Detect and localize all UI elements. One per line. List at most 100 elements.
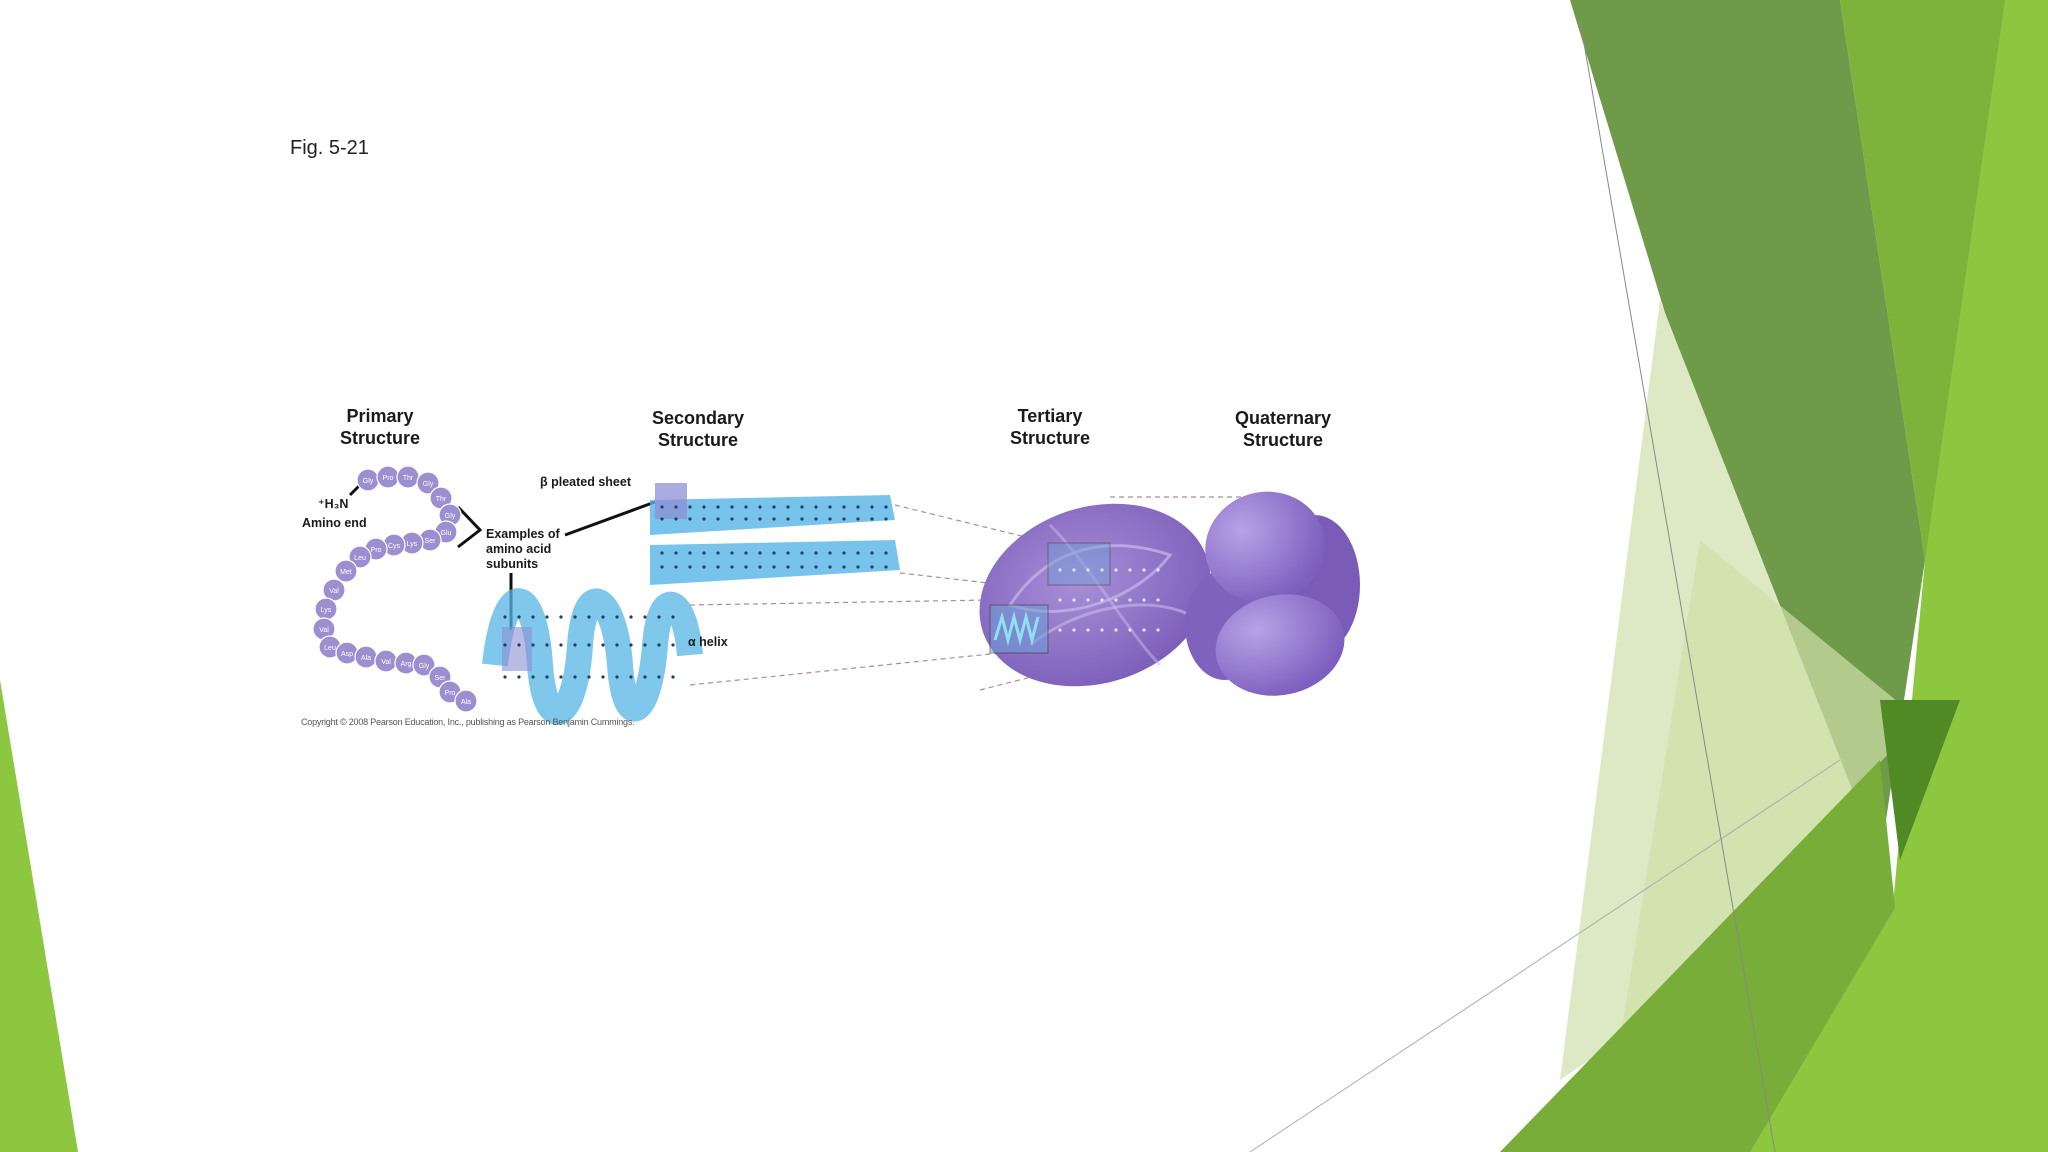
decor-facet-olive [1570, 0, 1925, 860]
amino-acid-bead [416, 471, 440, 495]
alpha-helix [482, 588, 703, 725]
decor-facet-lime-bottom [1750, 650, 2048, 1152]
tertiary-helix-coil [993, 611, 1040, 646]
atom-marker [828, 551, 832, 555]
atom-marker [870, 565, 874, 569]
examples-label-line: amino acid [486, 542, 552, 556]
amino-acid-bead-label: Asp [341, 651, 353, 658]
sheet-strand-top [650, 495, 895, 535]
title-line: Quaternary [1234, 408, 1332, 428]
atom-marker [702, 505, 706, 509]
tertiary-helix-box [989, 604, 1049, 654]
examples-pointer-sheet [564, 500, 656, 537]
atom-marker [1058, 598, 1062, 602]
atom-marker [674, 565, 678, 569]
atom-marker [702, 517, 706, 521]
atom-marker [688, 565, 692, 569]
title-line: Structure [657, 430, 738, 450]
atom-marker [587, 615, 591, 619]
title-line: Structure [1242, 430, 1323, 450]
atom-marker [1142, 568, 1146, 572]
amino-acid-bead-label: Lys [321, 607, 332, 614]
atom-marker [744, 551, 748, 555]
atom-marker [744, 565, 748, 569]
atom-marker [688, 551, 692, 555]
atom-marker [1142, 598, 1146, 602]
amino-acid-bead-label: Val [319, 627, 329, 634]
atom-marker [800, 565, 804, 569]
atom-marker [786, 551, 790, 555]
amino-acid-bead-label: Gly [445, 513, 456, 520]
atom-marker [559, 615, 563, 619]
atom-marker [1128, 598, 1132, 602]
atom-marker [856, 517, 860, 521]
amino-acid-bead-label: Ser [425, 538, 437, 545]
atom-marker [1128, 568, 1132, 572]
atom-marker [744, 517, 748, 521]
atom-marker [1086, 598, 1090, 602]
atom-marker [688, 505, 692, 509]
atom-marker [1100, 598, 1104, 602]
atom-marker [674, 551, 678, 555]
atom-marker [587, 643, 591, 647]
atom-marker [744, 505, 748, 509]
helix-highlight-box [502, 627, 532, 671]
atom-marker [573, 675, 577, 679]
atom-marker [517, 615, 521, 619]
sheet-atoms [660, 505, 888, 569]
atom-marker [615, 615, 619, 619]
amino-acid-bead-label: Glu [441, 530, 452, 537]
atom-marker [1100, 568, 1104, 572]
atom-marker [1072, 628, 1076, 632]
atom-marker [786, 505, 790, 509]
atom-marker [643, 643, 647, 647]
title-line: Structure [339, 428, 420, 448]
atom-marker [758, 551, 762, 555]
tertiary-detail [1058, 568, 1160, 632]
atom-marker [545, 643, 549, 647]
atom-marker [842, 551, 846, 555]
title-line: Structure [1009, 428, 1090, 448]
atom-marker [730, 517, 734, 521]
amino-acid-bead-label: Met [340, 569, 352, 576]
subunit-bottom [1215, 594, 1345, 696]
atom-marker [828, 565, 832, 569]
atom-marker [517, 675, 521, 679]
atom-marker [730, 505, 734, 509]
amino-acid-bead-label: Cys [388, 543, 401, 550]
atom-marker [671, 643, 675, 647]
decor-facet-dark [1880, 700, 1960, 860]
atom-marker [671, 675, 675, 679]
atom-marker [856, 565, 860, 569]
sheet-highlight-box [655, 483, 687, 519]
atom-marker [643, 615, 647, 619]
amino-acid-bead-label: Leu [324, 645, 336, 652]
atom-marker [1114, 598, 1118, 602]
atom-marker [643, 675, 647, 679]
atom-marker [1086, 568, 1090, 572]
atom-marker [674, 517, 678, 521]
amino-end-label: Amino end [302, 516, 367, 530]
title-line: Primary [346, 406, 414, 426]
amino-acid-bead-label: Ala [461, 699, 471, 706]
examples-bracket [456, 505, 483, 549]
title-quaternary-structure: Quaternary Structure [1223, 407, 1343, 451]
beta-pleated-sheet [650, 483, 900, 585]
atom-marker [758, 505, 762, 509]
amino-acid-bead-label: Val [381, 659, 391, 666]
atom-marker [671, 615, 675, 619]
atom-marker [660, 505, 664, 509]
amino-acid-bead-label: Gly [363, 478, 374, 485]
amino-acid-bead-label: Leu [354, 555, 366, 562]
atom-marker [503, 643, 507, 647]
title-secondary-structure: Secondary Structure [638, 407, 758, 451]
atom-marker [573, 643, 577, 647]
atom-marker [772, 517, 776, 521]
examples-label-line: Examples of [486, 527, 560, 541]
amino-end-group: ⁺H₃N [318, 497, 349, 511]
atom-marker [601, 615, 605, 619]
atom-marker [800, 505, 804, 509]
atom-marker [629, 643, 633, 647]
